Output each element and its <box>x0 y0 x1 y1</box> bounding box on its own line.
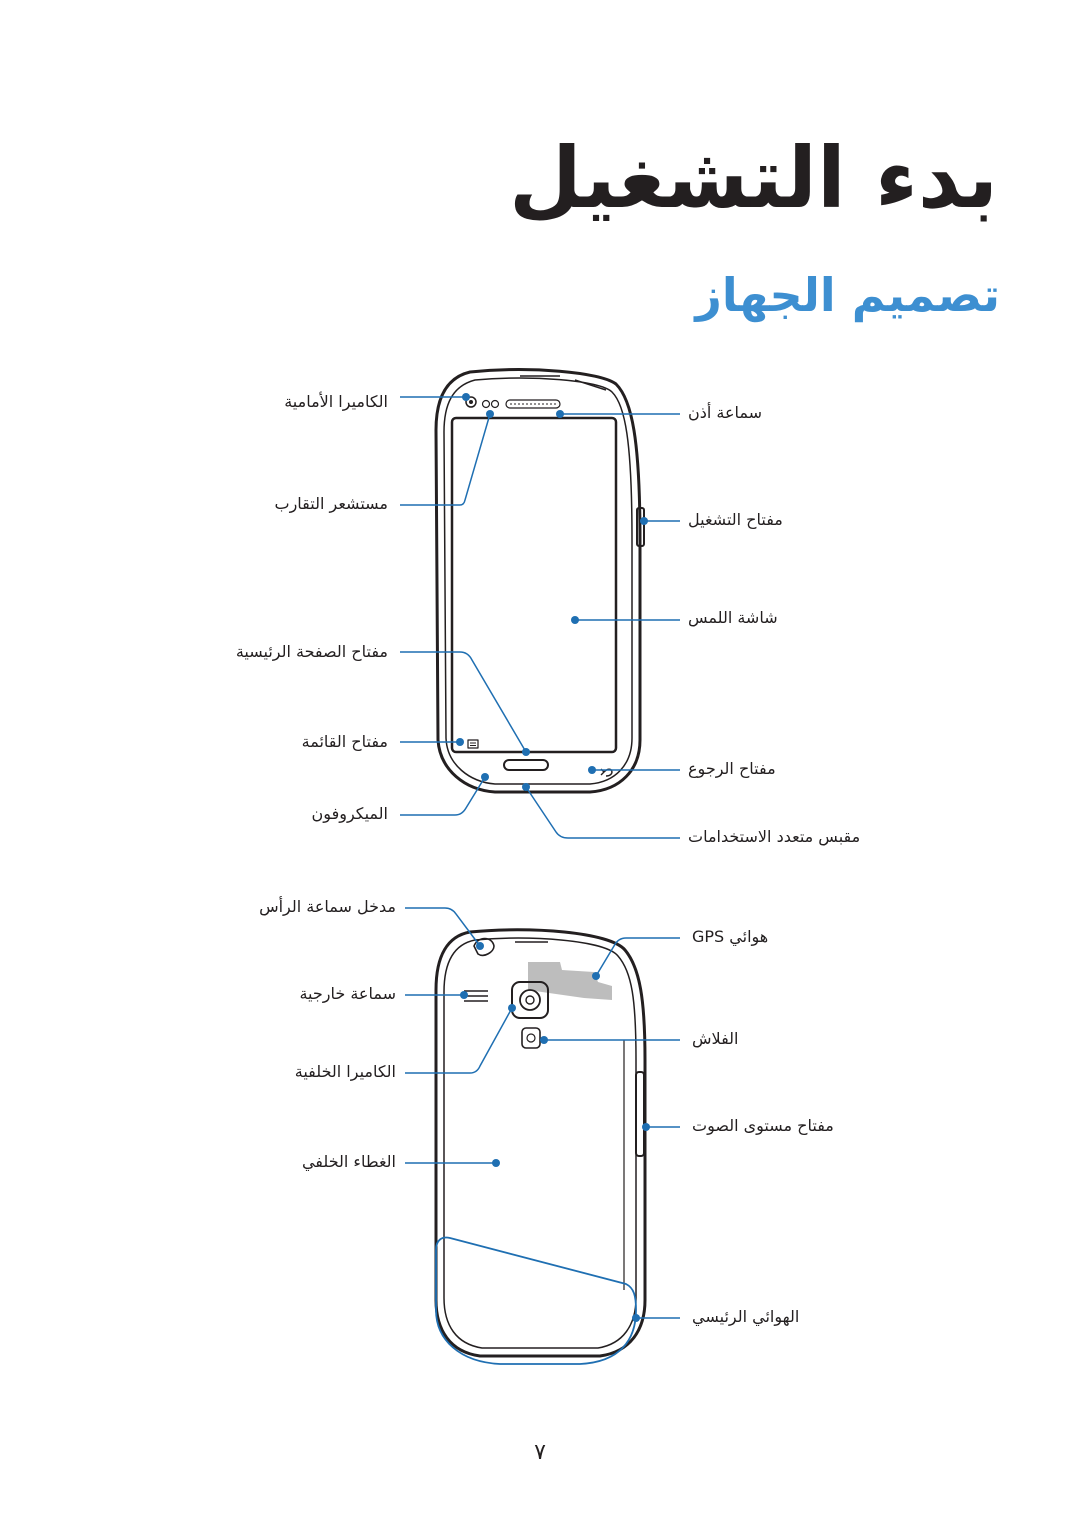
section-title: تصميم الجهاز <box>695 268 1000 322</box>
menu-key-icon <box>467 739 479 749</box>
volume-key <box>635 1071 645 1157</box>
label-main-antenna: الهوائي الرئيسي <box>692 1307 800 1326</box>
front-inner-bezel <box>443 377 633 785</box>
proximity-sensor-dots <box>481 399 491 409</box>
back-outer-body <box>434 928 647 1358</box>
earpiece-grille <box>505 399 561 409</box>
label-power-key: مفتاح التشغيل <box>688 510 783 529</box>
speaker-grille <box>464 990 488 1002</box>
label-home-key: مفتاح الصفحة الرئيسية <box>235 642 388 661</box>
main-antenna-outline <box>435 1236 637 1365</box>
label-volume-key: مفتاح مستوى الصوت <box>692 1116 834 1135</box>
headset-jack <box>473 937 495 957</box>
home-key <box>503 759 549 771</box>
label-earpiece: سماعة أذن <box>688 403 763 422</box>
label-front-camera: الكاميرا الأمامية <box>284 392 388 411</box>
front-camera-lens <box>465 396 477 408</box>
front-callouts-right <box>525 413 680 839</box>
front-outer-body <box>434 368 642 794</box>
label-flash: الفلاش <box>692 1029 739 1048</box>
gps-antenna-area <box>528 962 612 1000</box>
label-speaker: سماعة خارجية <box>299 984 396 1003</box>
flash-unit <box>521 1027 541 1049</box>
page-number: ٧ <box>534 1440 546 1465</box>
back-callouts-left <box>405 907 513 1164</box>
label-gps-antenna: هوائي GPS <box>692 927 769 946</box>
power-key <box>636 507 645 547</box>
label-headset-jack: مدخل سماعة الرأس <box>259 897 396 916</box>
label-touch-screen: شاشة اللمس <box>688 608 778 627</box>
label-menu-key: مفتاح القائمة <box>301 732 388 751</box>
rear-camera-housing <box>511 981 549 1019</box>
label-back-key: مفتاح الرجوع <box>688 759 776 778</box>
label-proximity-sensor: مستشعر التقارب <box>274 494 388 513</box>
back-callouts-right <box>544 937 680 1319</box>
page-title: بدء التشغيل <box>508 129 998 227</box>
front-callouts-left <box>400 396 527 816</box>
phone-front <box>434 368 645 794</box>
rear-camera-lens <box>519 989 541 1011</box>
label-multipurpose-jack: مقبس متعدد الاستخدامات <box>688 827 861 846</box>
label-rear-camera: الكاميرا الخلفية <box>294 1062 396 1081</box>
front-screen <box>450 416 618 754</box>
label-back-cover: الغطاء الخلفي <box>301 1152 396 1171</box>
label-microphone: الميكروفون <box>311 804 388 823</box>
